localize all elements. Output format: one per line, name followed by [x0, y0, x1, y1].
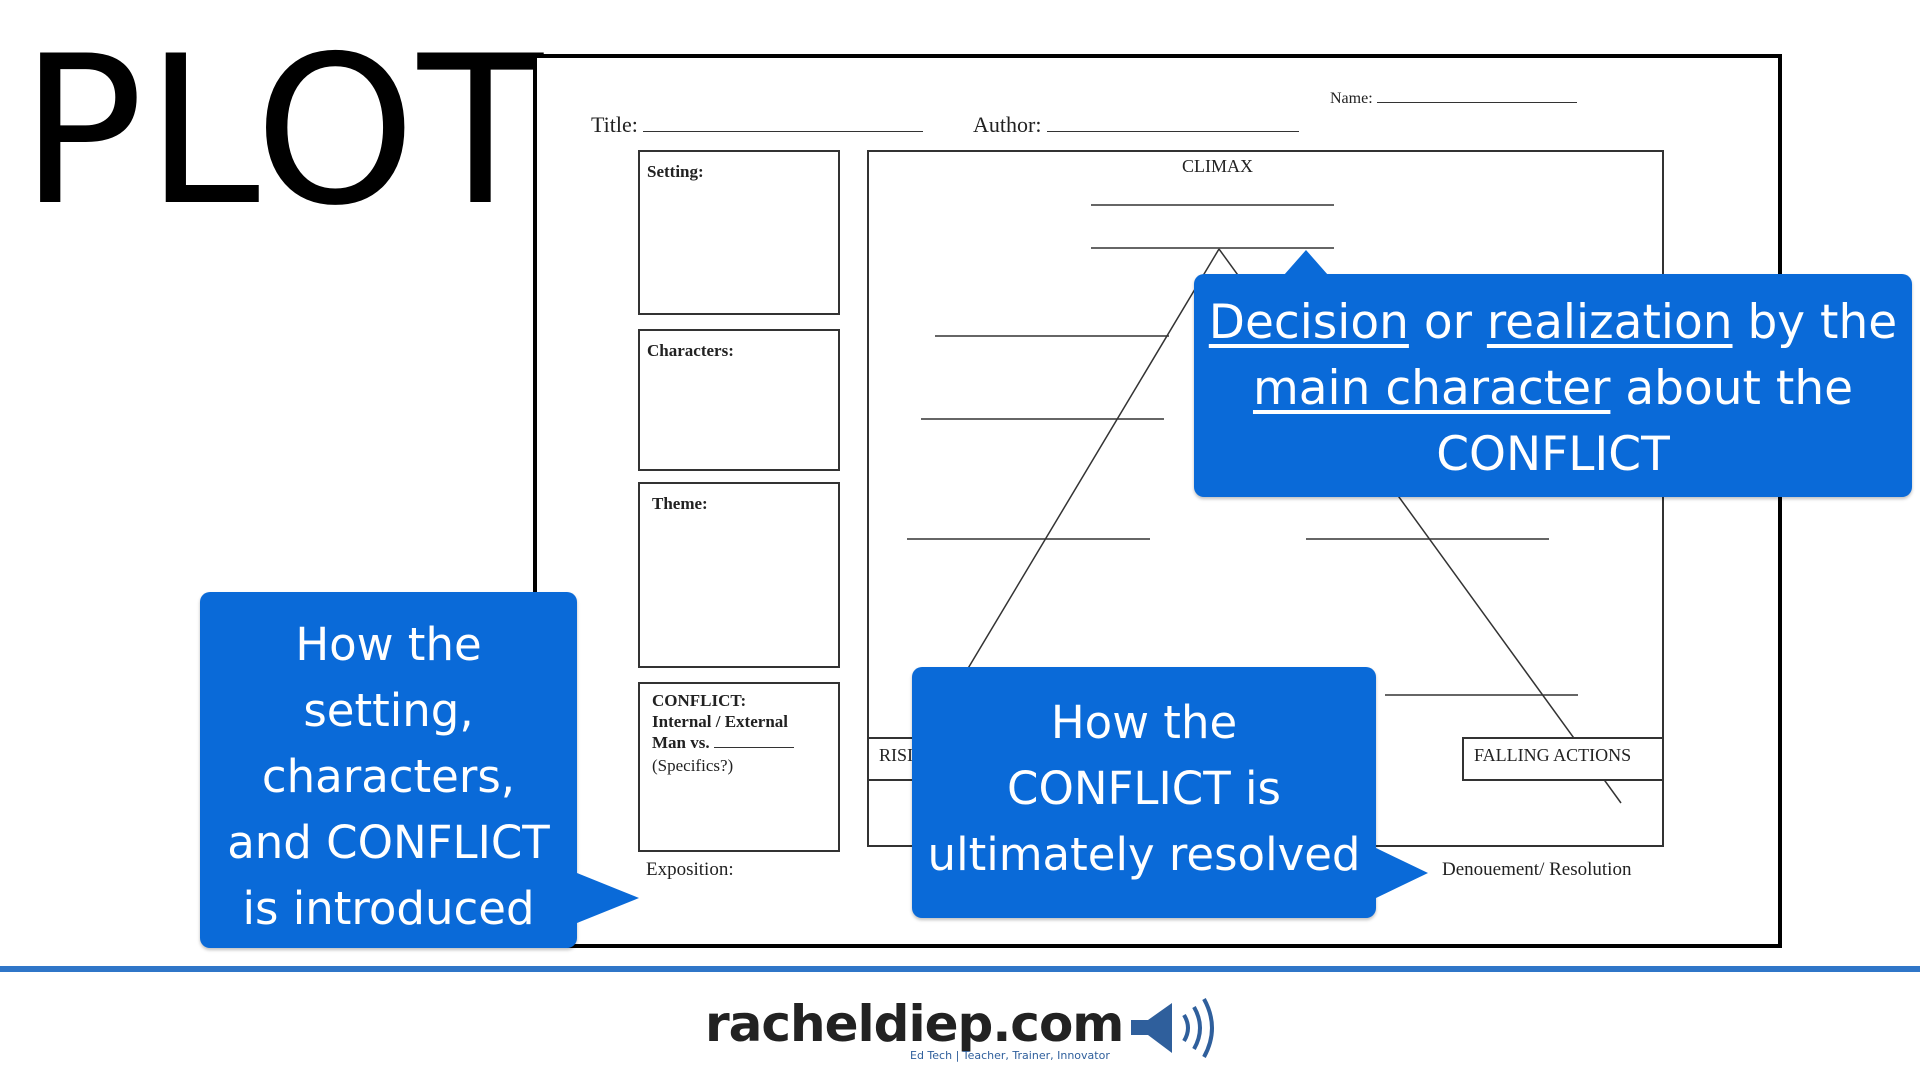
climax-label: CLIMAX — [1182, 156, 1253, 176]
exposition-line-1: How the — [295, 618, 482, 671]
resolution-line-2: CONFLICT is — [1007, 762, 1281, 815]
footer-divider — [0, 966, 1920, 972]
exposition-line-2: setting, — [303, 684, 474, 737]
exposition-line-3: characters, — [261, 750, 516, 803]
title-label: Title: — [591, 112, 638, 137]
climax-callout-pointer — [1284, 250, 1328, 275]
conflict-labels: CONFLICT: Internal / External Man vs. — [652, 690, 794, 753]
exposition-callout-pointer — [577, 873, 639, 923]
climax-callout-line-2: main character about the — [1252, 361, 1854, 416]
conflict-title: CONFLICT: — [652, 691, 747, 710]
conflict-versus: Man vs. — [652, 732, 794, 753]
title-blank — [643, 131, 924, 132]
resolution-callout-pointer — [1376, 848, 1428, 898]
climax-callout-line-3: CONFLICT — [1436, 427, 1670, 482]
falling-actions-box: FALLING ACTIONS — [1462, 737, 1664, 781]
name-label: Name: — [1330, 90, 1373, 107]
resolution-label: Denouement/ Resolution — [1442, 859, 1632, 880]
conflict-box: CONFLICT: Internal / External Man vs. (S… — [638, 682, 840, 852]
resolution-callout-text: How the CONFLICT is ultimately resolved — [912, 690, 1376, 888]
logo-text: racheldiep.com — [705, 995, 1124, 1053]
characters-label: Characters: — [647, 341, 734, 360]
exposition-line-4: and CONFLICT — [227, 816, 550, 869]
decision-word: Decision — [1208, 295, 1409, 350]
name-field: Name: — [1330, 90, 1577, 108]
exposition-label: Exposition: — [646, 859, 734, 880]
realization-word: realization — [1486, 295, 1733, 350]
resolution-line-3: ultimately resolved — [927, 828, 1361, 881]
theme-label: Theme: — [652, 494, 708, 513]
slide-title: PLOT — [20, 13, 546, 251]
resolution-line-1: How the — [1050, 696, 1238, 749]
setting-box: Setting: — [638, 150, 840, 315]
speaker-icon — [1131, 998, 1214, 1058]
exposition-callout: How the setting, characters, and CONFLIC… — [200, 592, 577, 948]
climax-callout: Decision or realization by the main char… — [1194, 274, 1912, 497]
author-blank — [1046, 131, 1299, 132]
climax-callout-line-1: Decision or realization by the — [1208, 295, 1898, 350]
site-logo: racheldiep.com Ed Tech | Teacher, Traine… — [705, 995, 1124, 1062]
exposition-callout-text: How the setting, characters, and CONFLIC… — [200, 612, 577, 942]
climax-callout-text: Decision or realization by the main char… — [1194, 290, 1912, 488]
characters-box: Characters: — [638, 329, 840, 471]
conflict-type: Internal / External — [652, 712, 788, 731]
conflict-hint: (Specifics?) — [652, 756, 734, 775]
name-blank — [1376, 102, 1577, 103]
author-field: Author: — [973, 112, 1299, 138]
exposition-line-5: is introduced — [242, 882, 535, 935]
title-field: Title: — [591, 112, 924, 138]
resolution-callout: How the CONFLICT is ultimately resolved — [912, 667, 1376, 918]
setting-label: Setting: — [647, 162, 704, 181]
logo-tagline: Ed Tech | Teacher, Trainer, Innovator — [910, 1049, 1110, 1062]
author-label: Author: — [973, 112, 1042, 137]
main-character-words: main character — [1252, 361, 1611, 416]
theme-box: Theme: — [638, 482, 840, 668]
